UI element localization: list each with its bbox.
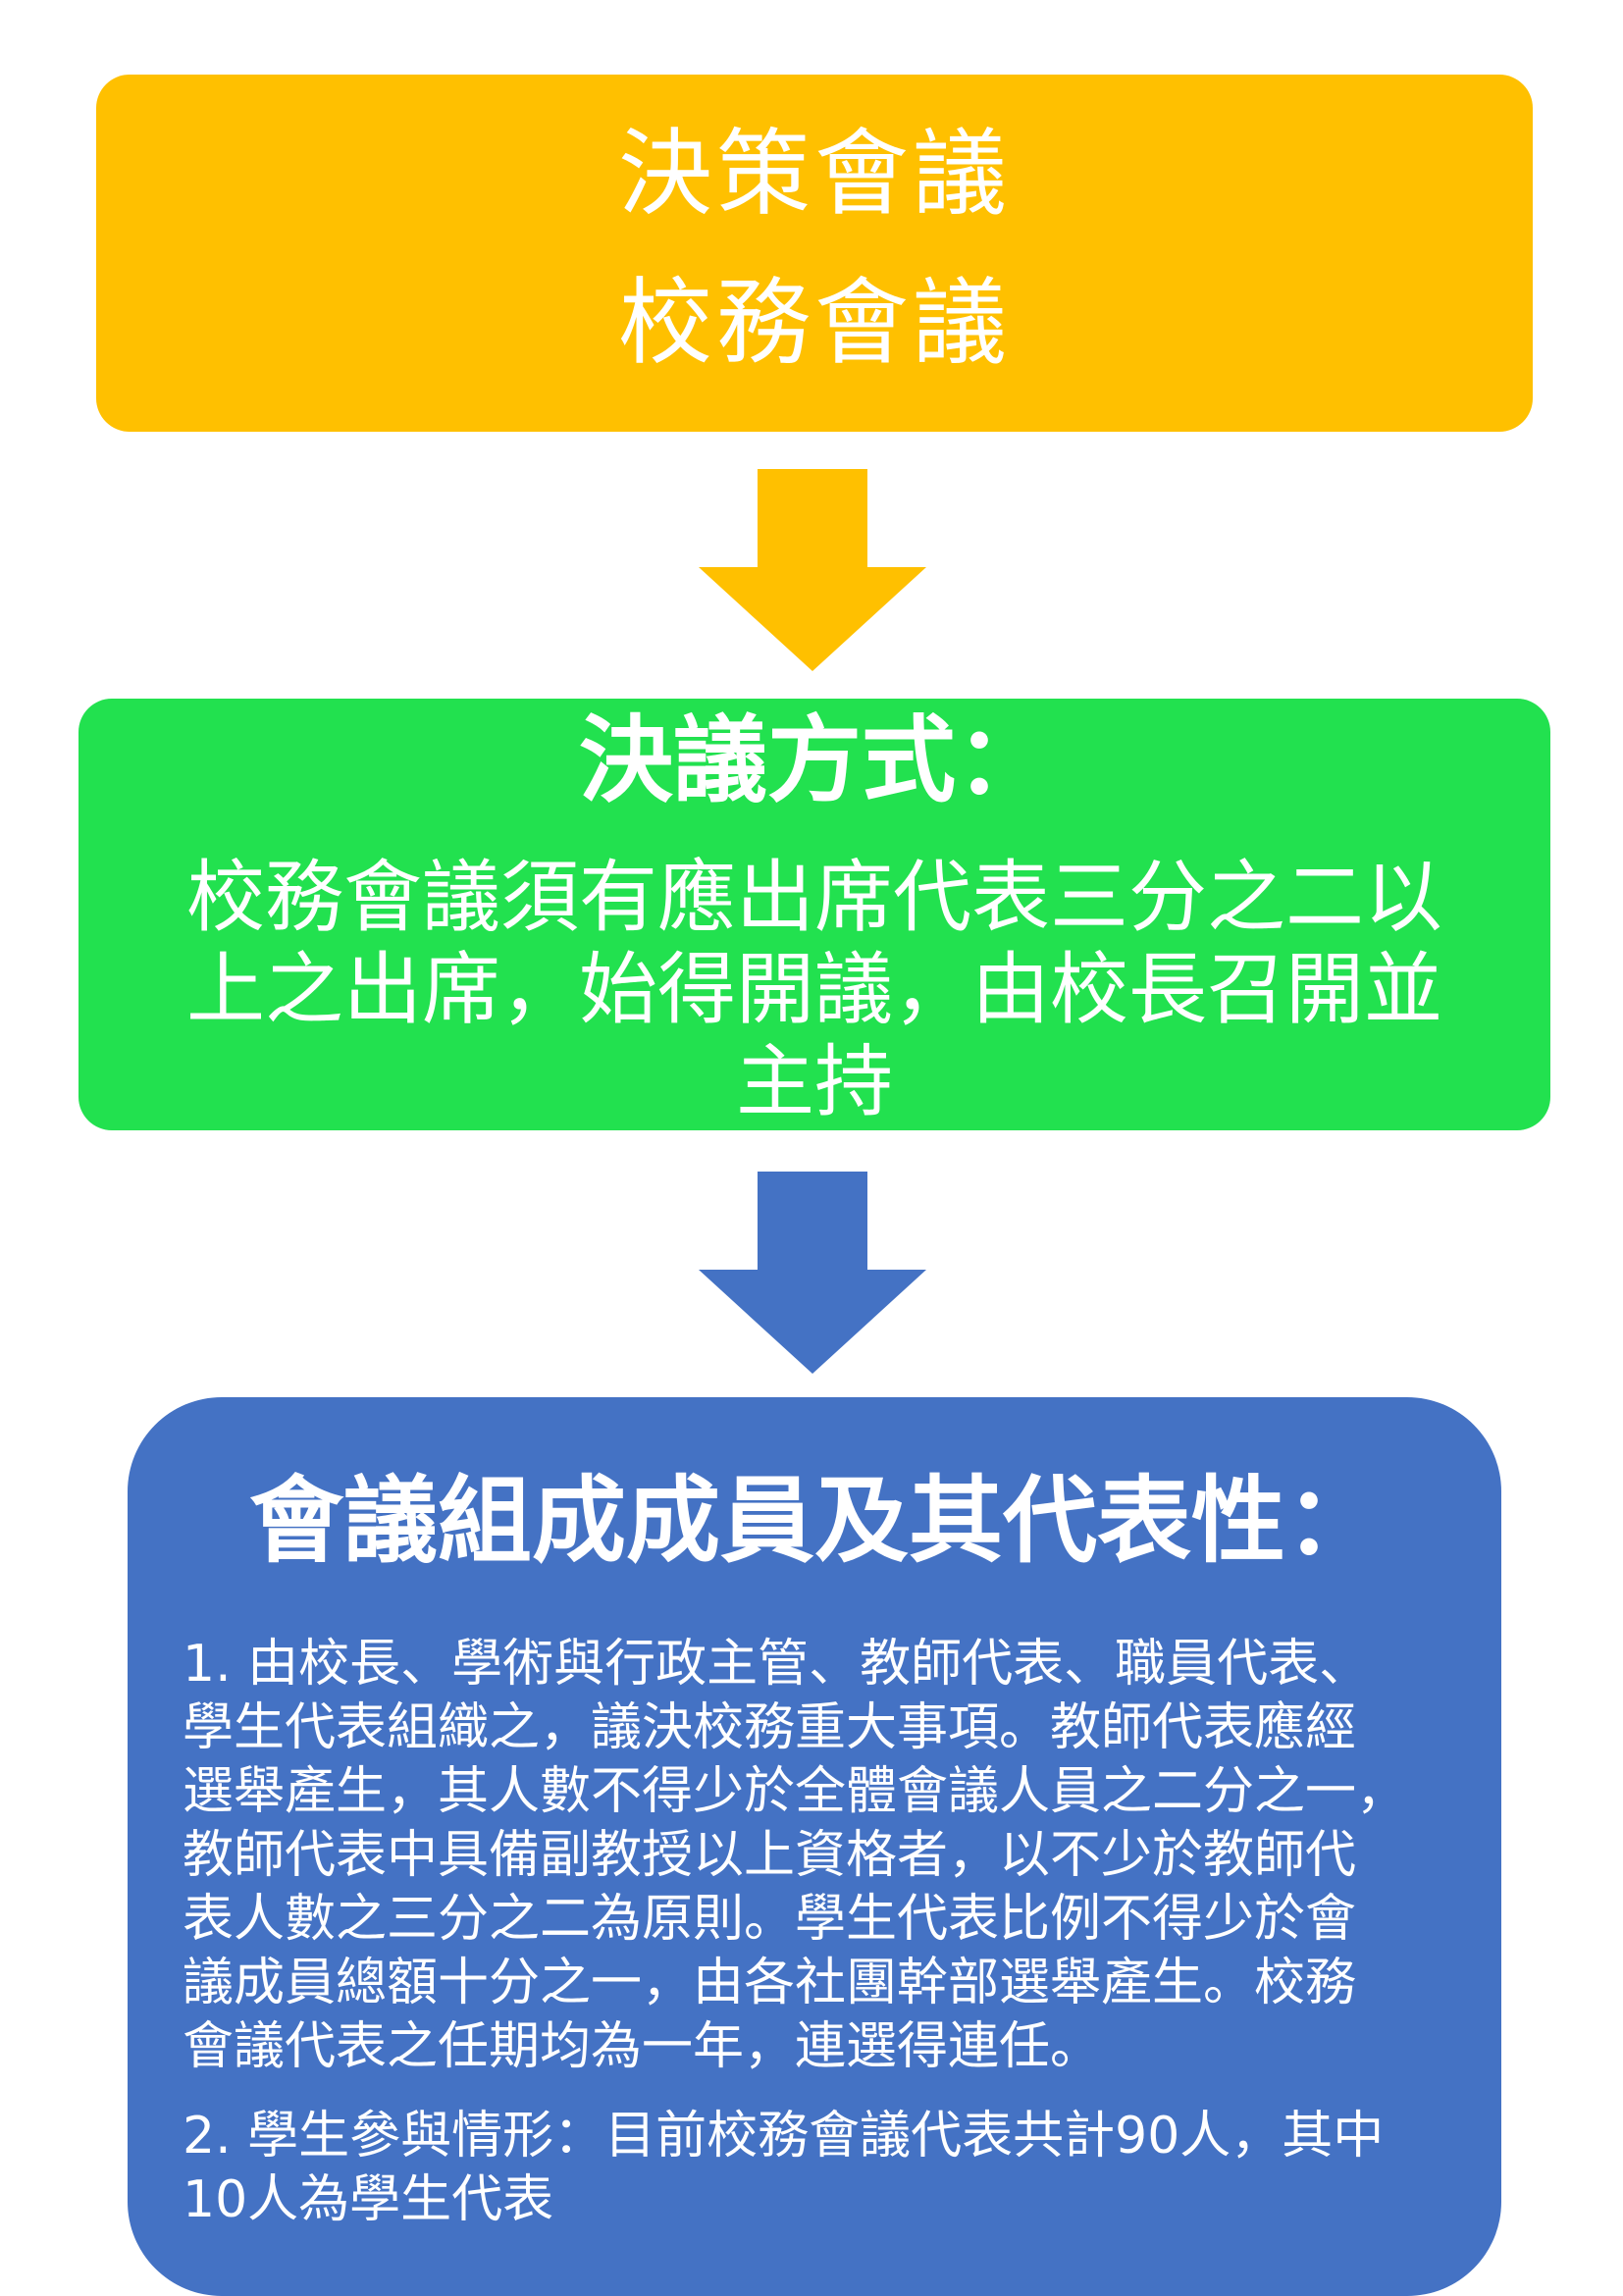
meeting-members-box: 會議組成成員及其代表性： 1. 由校長、學術與行政主管、教師代表、職員代表、 學…: [128, 1397, 1501, 2296]
student-participation-item: 2. 學生參與情形：目前校務會議代表共計90人，其中 10人為學生代表: [183, 2107, 1385, 2229]
resolution-method-body: 校務會議須有應出席代表三分之二以 上之出席，始得開議，由校長召開並 主持: [186, 852, 1442, 1127]
resolution-method-box: 決議方式：: [79, 699, 1550, 1130]
school-affairs-meeting-label: 校務會議: [618, 268, 1011, 378]
decision-meeting-box: 決策會議 校務會議: [96, 75, 1533, 432]
meeting-members-title: 會議組成成員及其代表性：: [249, 1466, 1380, 1576]
members-description-item: 1. 由校長、學術與行政主管、教師代表、職員代表、 學生代表組織之，議決校務重大…: [183, 1635, 1408, 2076]
decision-meeting-label: 決策會議: [618, 119, 1011, 229]
arrow-down-2-icon: [699, 1172, 926, 1374]
arrow-down-1-icon: [699, 469, 926, 671]
resolution-method-title: 決議方式：: [579, 705, 1050, 815]
